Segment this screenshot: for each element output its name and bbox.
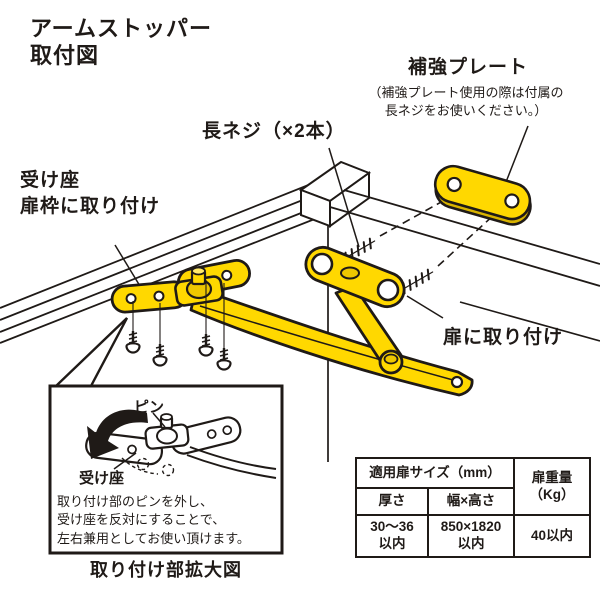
spec-weight-header-line1: 扉重量 — [531, 469, 573, 485]
page-title-line2: 取付図 — [30, 42, 100, 68]
reinforcement-plate-graphic — [433, 164, 532, 226]
door-bracket-graphic — [304, 246, 406, 375]
label-receiver-line1: 受け座 — [20, 170, 81, 191]
flip-arrow-icon — [87, 409, 148, 459]
page-title-line1: アームストッパー — [30, 16, 213, 41]
spec-wh-value-line2: 以内 — [457, 536, 485, 551]
pin-graphic — [190, 266, 207, 286]
spec-wh-value-line1: 850×1820 — [440, 519, 502, 535]
page-title: アームストッパー 取付図 — [30, 16, 212, 70]
inset-note-line1: 取り付け部のピンを外し、 — [57, 494, 214, 509]
label-long-screws: 長ネジ（×2本） — [202, 121, 346, 142]
spec-weight-header-line2: （Kg） — [529, 486, 575, 502]
receiver-bracket-graphic — [110, 259, 251, 314]
leader-lines — [114, 125, 529, 319]
plate-note-line1: （補強プレート使用の際は付属の — [368, 85, 564, 100]
inset-label-pin: ピン — [134, 399, 165, 416]
label-attach-to-door: 扉に取り付け — [443, 327, 564, 348]
spec-thickness-value-line1: 30〜36 — [370, 519, 414, 535]
screw-guide-lines — [132, 280, 225, 348]
label-reinforcement-plate: 補強プレート — [408, 57, 529, 78]
spec-wh-value: 850×1820 以内 — [427, 514, 515, 558]
spec-weight-value: 40以内 — [513, 514, 591, 558]
label-reinforcement-plate-note: （補強プレート使用の際は付属の 長ネジをお使いください。） — [332, 84, 600, 119]
label-receiver-line2: 扉枠に取り付け — [20, 196, 161, 218]
spec-wh-header: 幅×高さ — [427, 487, 515, 516]
inset-note-line2: 受け座を反対にすることで、 — [57, 512, 226, 528]
spec-table: 適用扉サイズ（mm） 扉重量 （Kg） 厚さ 幅×高さ 30〜36 以内 850… — [355, 457, 591, 558]
label-receiver: 受け座 扉枠に取り付け — [20, 168, 160, 220]
inset-note-line3: 左右兼用としてお使い頂けます。 — [57, 530, 250, 546]
inset-callout-pointer — [53, 317, 129, 388]
mounting-screw-icons — [125, 331, 232, 371]
inset-note: 取り付け部のピンを外し、 受け座を反対にすることで、 左右兼用としてお使い頂けま… — [57, 493, 250, 548]
inset-label-receiver: 受け座 — [79, 470, 125, 487]
spec-thickness-value: 30〜36 以内 — [355, 514, 429, 558]
inset-caption: 取り付け部拡大図 — [90, 560, 242, 580]
door-frame-lines — [0, 175, 336, 344]
stopper-arm-graphic — [189, 286, 474, 397]
spec-weight-header: 扉重量 （Kg） — [513, 457, 591, 516]
spec-thickness-header: 厚さ — [355, 487, 429, 516]
spec-thickness-value-line2: 以内 — [378, 536, 406, 551]
plate-note-line2: 長ネジをお使いください。） — [384, 102, 548, 118]
spec-size-header: 適用扉サイズ（mm） — [355, 457, 515, 489]
inset-illustration — [85, 409, 277, 479]
